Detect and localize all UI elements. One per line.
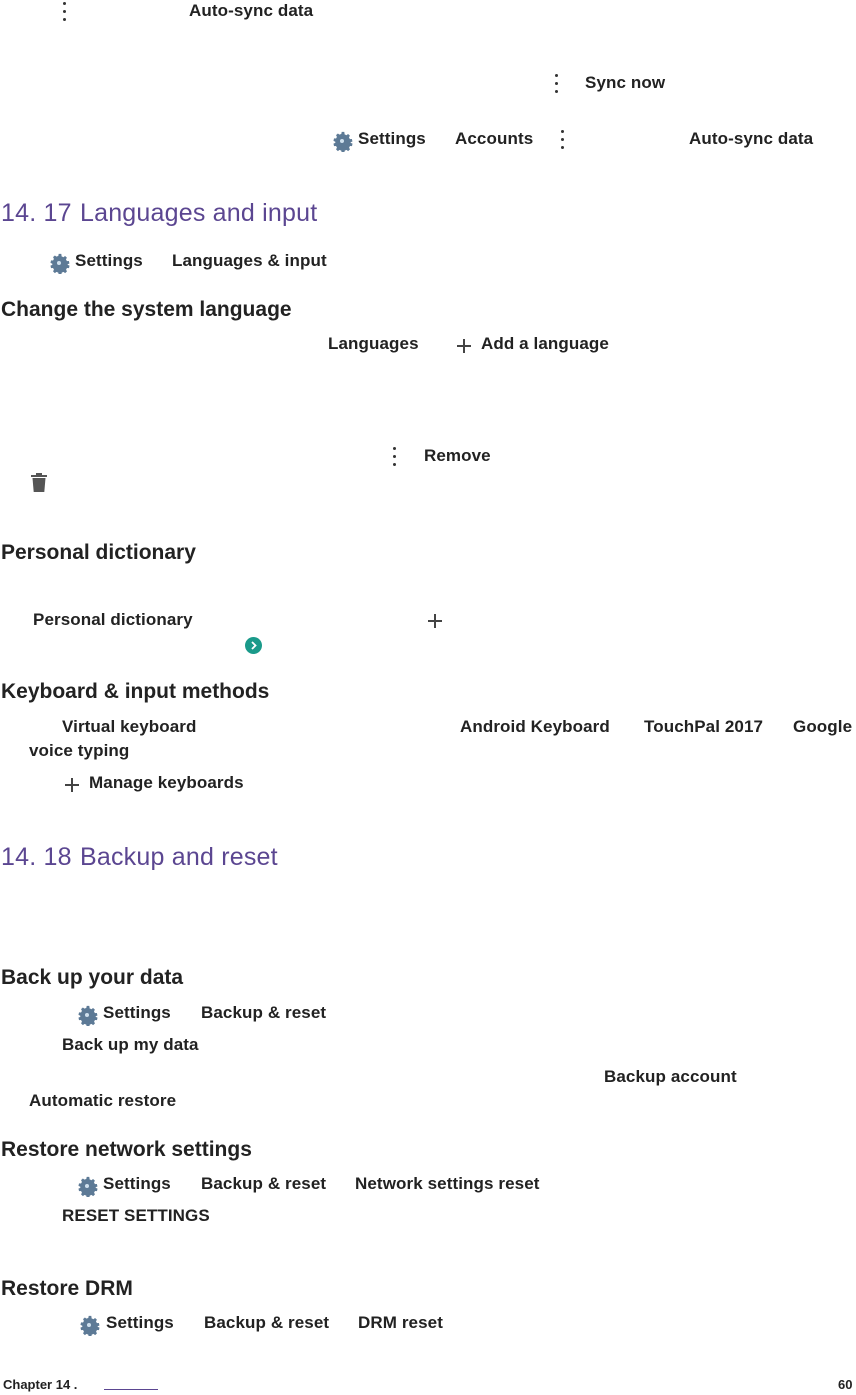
languages-input-label: Languages & input bbox=[172, 251, 327, 270]
backup-reset-label: Backup & reset bbox=[204, 1313, 330, 1332]
android-keyboard-label: Android Keyboard bbox=[460, 717, 610, 736]
personal-dictionary-label: Personal dictionary bbox=[33, 610, 193, 629]
more-options-icon bbox=[63, 0, 67, 24]
backup-reset-label: Backup & reset bbox=[201, 1003, 327, 1022]
network-settings-reset-label: Network settings reset bbox=[355, 1174, 540, 1193]
settings-gear-icon bbox=[78, 1176, 98, 1197]
plus-icon bbox=[457, 339, 471, 353]
more-options-icon bbox=[561, 128, 565, 152]
plus-icon bbox=[428, 614, 442, 628]
settings-label: Settings bbox=[358, 129, 426, 148]
page-number: 60 bbox=[838, 1377, 853, 1392]
section-heading: Backup and reset bbox=[80, 843, 278, 871]
languages-label: Languages bbox=[328, 334, 419, 353]
auto-sync-data-label: Auto-sync data bbox=[689, 129, 814, 148]
reset-settings-label: RESET SETTINGS bbox=[62, 1206, 210, 1225]
section-heading-number: 14. 17 bbox=[1, 199, 72, 227]
plus-icon bbox=[65, 778, 79, 792]
backup-reset-label: Backup & reset bbox=[201, 1174, 327, 1193]
settings-label: Settings bbox=[75, 251, 143, 270]
automatic-restore-label: Automatic restore bbox=[29, 1091, 177, 1110]
section-heading: Languages and input bbox=[80, 199, 318, 227]
settings-label: Settings bbox=[103, 1003, 171, 1022]
sync-now-label: Sync now bbox=[585, 73, 666, 92]
footer-rule bbox=[104, 1389, 158, 1390]
more-options-icon bbox=[393, 445, 397, 469]
settings-gear-icon bbox=[80, 1315, 100, 1336]
settings-label: Settings bbox=[103, 1174, 171, 1193]
subheading-restore-drm: Restore DRM bbox=[1, 1277, 133, 1300]
remove-label: Remove bbox=[424, 446, 491, 465]
voice-typing-label: voice typing bbox=[29, 741, 130, 760]
add-language-label: Add a language bbox=[481, 334, 609, 353]
manage-keyboards-label: Manage keyboards bbox=[89, 773, 244, 792]
drm-reset-label: DRM reset bbox=[358, 1313, 443, 1332]
settings-gear-icon bbox=[78, 1005, 98, 1026]
chevron-right-icon bbox=[245, 637, 262, 654]
virtual-keyboard-label: Virtual keyboard bbox=[62, 717, 197, 736]
trash-icon bbox=[31, 473, 47, 492]
auto-sync-data-label: Auto-sync data bbox=[189, 1, 314, 20]
accounts-label: Accounts bbox=[455, 129, 534, 148]
section-heading-number: 14. 18 bbox=[1, 843, 72, 871]
subheading-keyboard-input: Keyboard & input methods bbox=[1, 680, 270, 703]
more-options-icon bbox=[555, 72, 559, 96]
settings-gear-icon bbox=[333, 131, 353, 152]
subheading-change-language: Change the system language bbox=[1, 298, 292, 321]
settings-label: Settings bbox=[106, 1313, 174, 1332]
google-label: Google bbox=[793, 717, 853, 736]
subheading-restore-network: Restore network settings bbox=[1, 1138, 252, 1161]
settings-gear-icon bbox=[50, 253, 70, 274]
footer-chapter: Chapter 14 . bbox=[3, 1377, 78, 1392]
back-up-my-data-label: Back up my data bbox=[62, 1035, 199, 1054]
subheading-personal-dictionary: Personal dictionary bbox=[1, 541, 196, 564]
subheading-back-up-data: Back up your data bbox=[1, 966, 184, 989]
backup-account-label: Backup account bbox=[604, 1067, 737, 1086]
touchpal-label: TouchPal 2017 bbox=[644, 717, 764, 736]
